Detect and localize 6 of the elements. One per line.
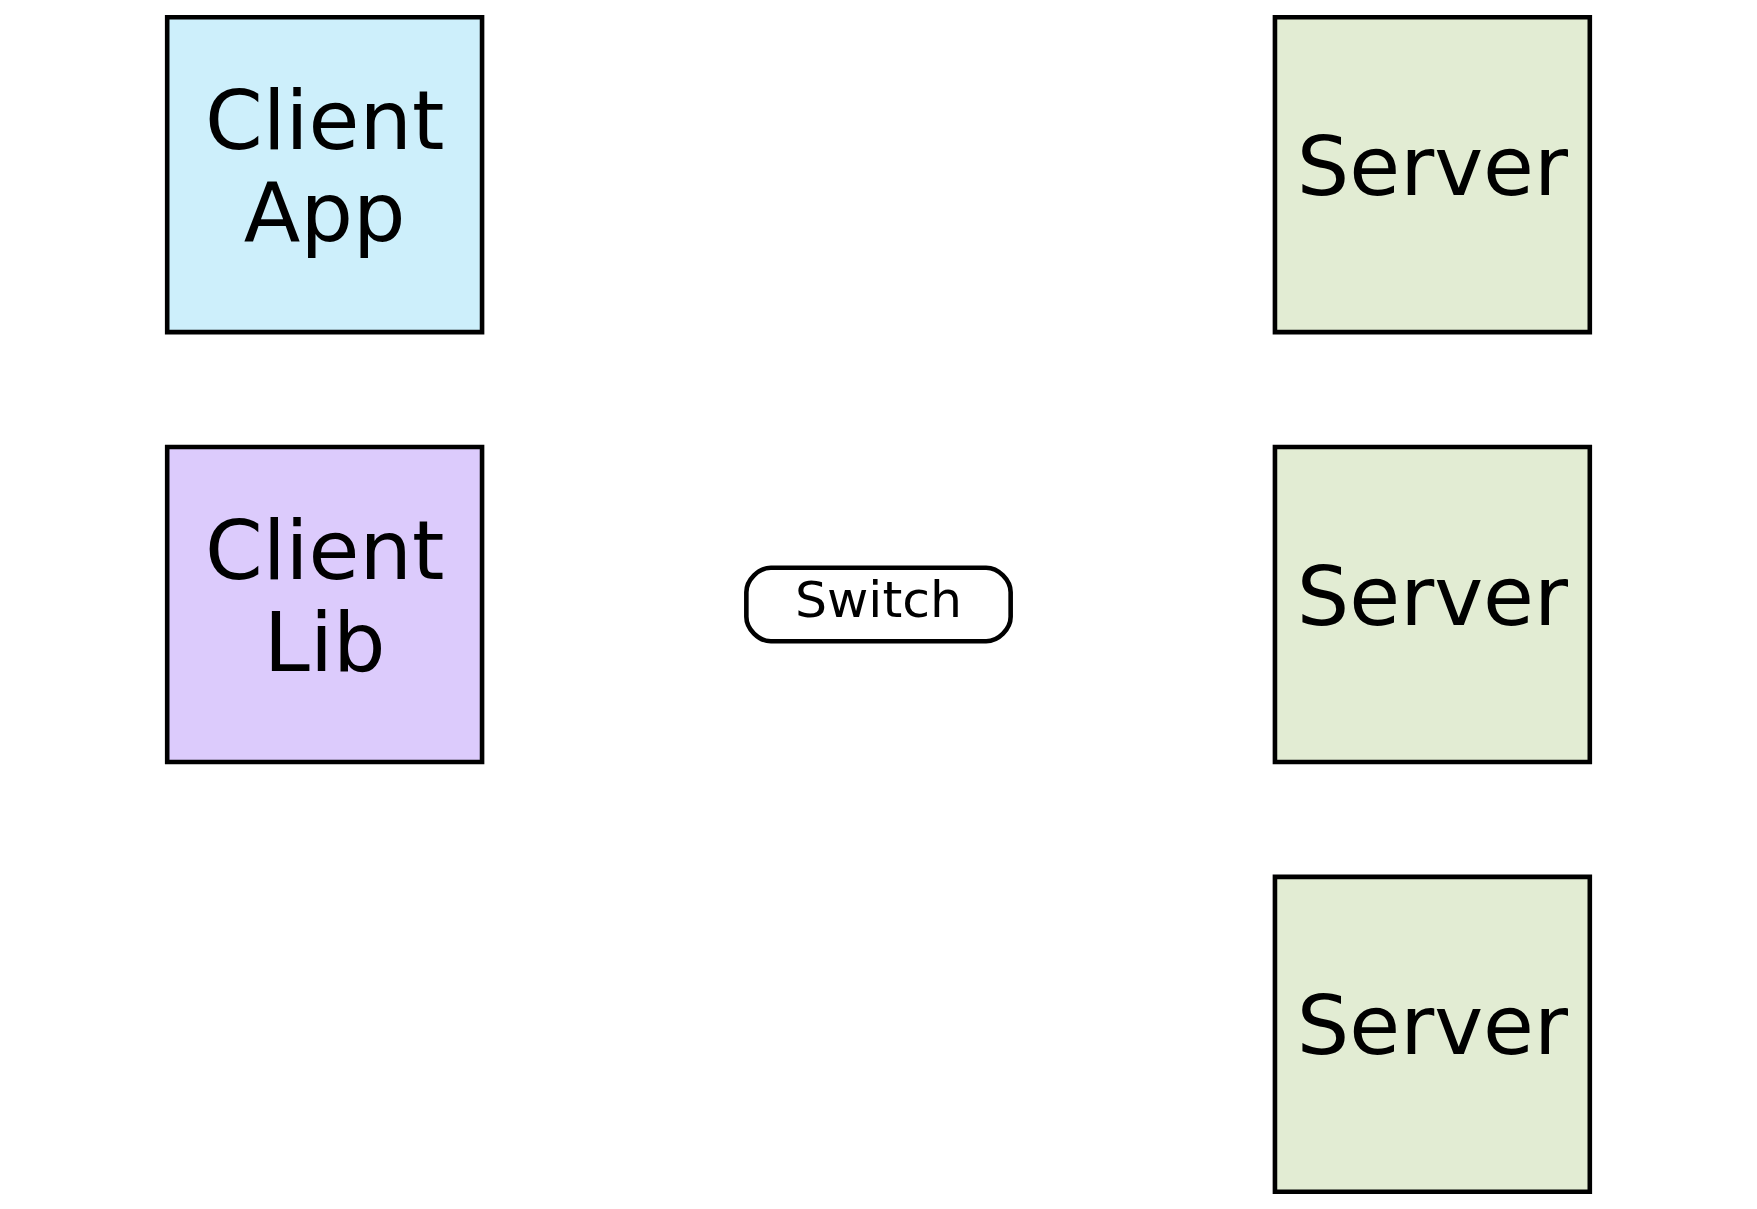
node-box: Client App [164, 15, 485, 335]
node-box: Server [1272, 874, 1593, 1194]
node-box: Server [1272, 15, 1593, 335]
node-box: Client Lib [164, 444, 485, 765]
node-box: Switch [744, 565, 1013, 644]
node-box: Server [1272, 444, 1593, 765]
